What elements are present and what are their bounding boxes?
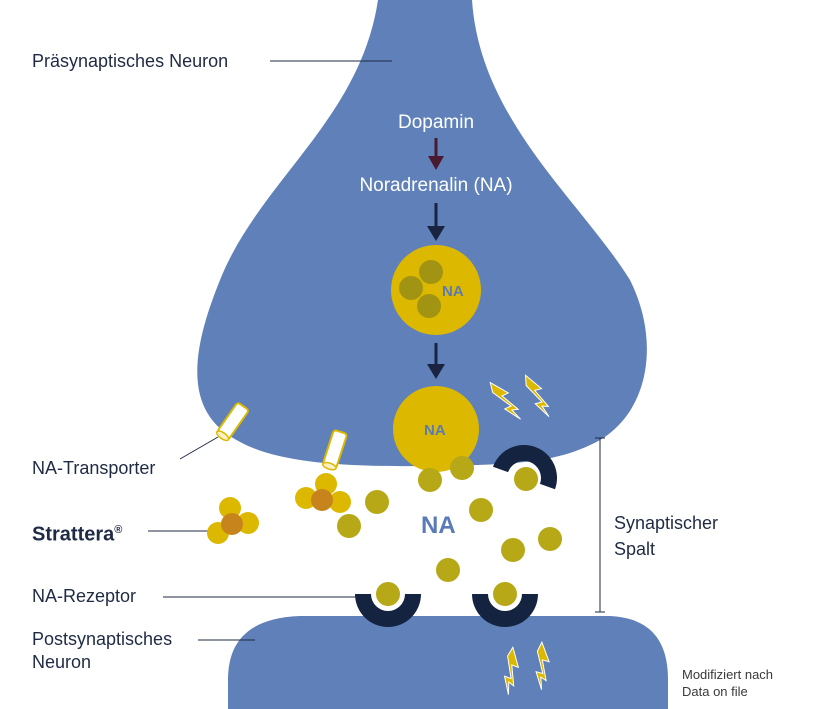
na-molecule	[514, 467, 538, 491]
registered-mark: ®	[114, 524, 123, 536]
presynaptic-label: Präsynaptisches Neuron	[32, 51, 229, 71]
strattera-cluster-free	[207, 497, 259, 544]
vesicle-na-label: NA	[442, 283, 464, 300]
na-molecules	[337, 456, 562, 606]
cleft-label-line1: Synaptischer	[614, 513, 719, 533]
na-molecule	[493, 582, 517, 606]
postsynaptic-label-line1: Postsynaptisches	[32, 629, 173, 649]
source-note-line2: Data on file	[682, 684, 748, 699]
transporter-leader-line	[179, 436, 219, 460]
na-transporter-right	[321, 429, 348, 471]
na-molecule	[376, 582, 400, 606]
na-receptor-lower-right	[472, 594, 538, 627]
receptor-label: NA-Rezeptor	[32, 586, 137, 606]
dopamine-label: Dopamin	[397, 112, 475, 133]
released-vesicle	[393, 386, 479, 472]
na-molecule	[436, 558, 460, 582]
vesicle	[391, 245, 481, 335]
noradrenaline-arrow	[427, 203, 445, 241]
na-molecule	[365, 490, 389, 514]
presynaptic-neuron	[197, 0, 647, 467]
na-molecule	[337, 514, 361, 538]
source-note-line1: Modifiziert nach	[682, 667, 774, 682]
postsynaptic-label-line2: Neuron	[32, 652, 92, 672]
strattera-label: Strattera®	[32, 523, 123, 546]
strattera-cluster-bound	[295, 473, 351, 513]
na-receptor-upper	[492, 445, 557, 490]
cleft-na-label: NA	[421, 512, 456, 539]
vesicle-arrow	[427, 343, 445, 379]
na-molecule	[501, 538, 525, 562]
dopamine-arrow	[428, 138, 444, 170]
na-molecule	[450, 456, 474, 480]
noradrenaline-label: Noradrenalin (NA)	[359, 175, 513, 196]
na-receptor-lower-left	[355, 594, 421, 627]
transporter-label: NA-Transporter	[32, 458, 156, 478]
postsynaptic-neuron	[228, 616, 668, 709]
released-vesicle-na-label: NA	[424, 422, 446, 439]
na-transporter-left	[215, 402, 249, 442]
cleft-bracket	[595, 437, 605, 613]
na-molecule	[538, 527, 562, 551]
na-molecule	[418, 468, 442, 492]
na-molecule	[469, 498, 493, 522]
cleft-label-line2: Spalt	[614, 539, 656, 559]
